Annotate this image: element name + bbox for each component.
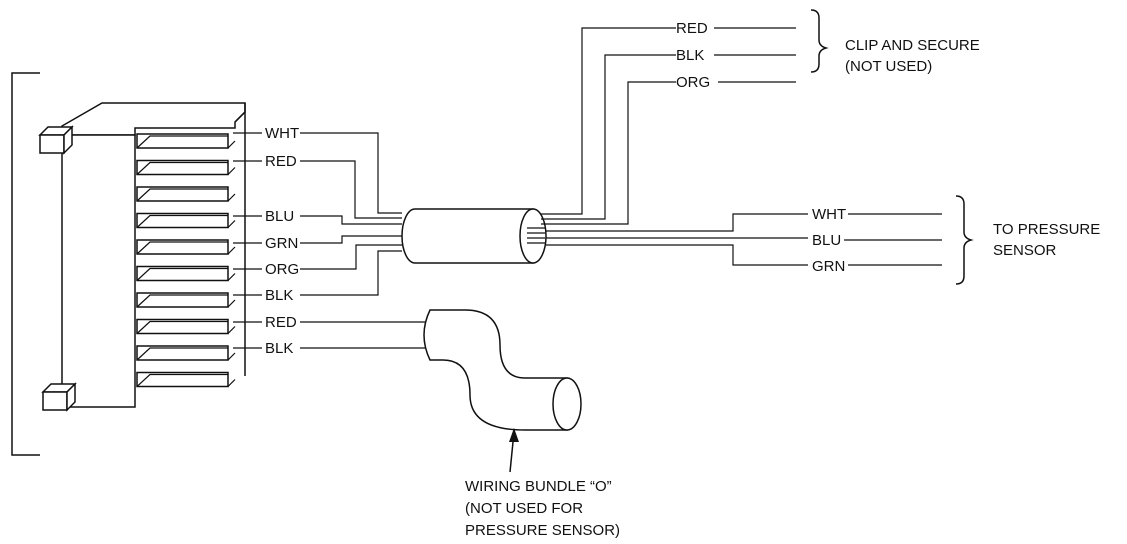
upper-wire-label-red: RED	[676, 20, 708, 37]
sensor-wire-label-blu: BLU	[812, 232, 841, 249]
connector-slot-shadow	[136, 320, 228, 334]
connector-slot-shadow	[136, 347, 228, 361]
connector-bottom-tab	[41, 382, 77, 412]
connector-slots	[136, 133, 236, 388]
connector-slot-shadow	[136, 161, 228, 175]
bundle-callout-line3: PRESSURE SENSOR)	[465, 522, 620, 539]
connector-slot-edge	[227, 273, 236, 281]
clip-group-label-line2: (NOT USED)	[845, 58, 932, 75]
connector-slot-edge	[227, 379, 236, 387]
sensor-group-label-line2: SENSOR	[993, 242, 1057, 259]
wire-label-blk-bundle: BLK	[265, 340, 293, 357]
sensor-wire-label-grn: GRN	[812, 258, 845, 275]
connector-front-face	[61, 134, 136, 408]
wire-label-wht: WHT	[265, 125, 299, 142]
left-assembly-bracket	[11, 72, 40, 456]
connector-slot-shadow	[136, 294, 228, 308]
wires-into-bundle	[300, 321, 430, 349]
wires-into-cable	[300, 132, 402, 296]
connector-slot-edge	[227, 167, 236, 175]
wiring-bundle-o	[423, 309, 582, 431]
bundle-callout-arrow	[509, 428, 519, 473]
connector-slot-edge	[227, 299, 236, 308]
connector-top-tab	[38, 125, 74, 155]
connector-block	[38, 102, 246, 412]
sensor-group-label-line1: TO PRESSURE	[993, 221, 1100, 238]
slot-leaders	[233, 132, 262, 349]
wires-to-sensor	[546, 213, 808, 266]
connector-slot-edge	[227, 140, 236, 149]
wire-label-red: RED	[265, 153, 297, 170]
connector-slot-edge	[227, 193, 236, 202]
connector-slot-edge	[227, 326, 236, 334]
upper-wire-label-org: ORG	[676, 74, 710, 91]
connector-slot-edge	[227, 220, 236, 228]
connector-slot-shadow	[136, 188, 228, 202]
clip-group-brace	[810, 9, 829, 73]
upper-wire-tails	[714, 27, 796, 83]
wire-label-red-bundle: RED	[265, 314, 297, 331]
clip-group-label-line1: CLIP AND SECURE	[845, 37, 980, 54]
sensor-wire-tails	[844, 213, 942, 266]
wire-label-blk: BLK	[265, 287, 293, 304]
bundle-callout-line2: (NOT USED FOR	[465, 500, 583, 517]
connector-slot-shadow	[136, 267, 228, 281]
wire-label-blu: BLU	[265, 208, 294, 225]
cable-sheath	[401, 208, 547, 264]
wire-label-org: ORG	[265, 261, 299, 278]
sensor-group-brace	[955, 195, 974, 285]
connector-slot-shadow	[136, 241, 228, 255]
wire-label-grn: GRN	[265, 235, 298, 252]
bundle-callout-line1: WIRING BUNDLE “O”	[465, 478, 612, 495]
connector-slot-shadow	[136, 214, 228, 228]
sensor-wire-label-wht: WHT	[812, 206, 846, 223]
connector-slot-edge	[227, 352, 236, 361]
connector-slot-shadow	[136, 373, 228, 387]
wires-to-clip	[541, 27, 676, 225]
connector-slot-shadow	[136, 135, 228, 149]
connector-slot-edge	[227, 246, 236, 255]
upper-wire-label-blk: BLK	[676, 47, 704, 64]
connector-top-face	[61, 102, 246, 136]
